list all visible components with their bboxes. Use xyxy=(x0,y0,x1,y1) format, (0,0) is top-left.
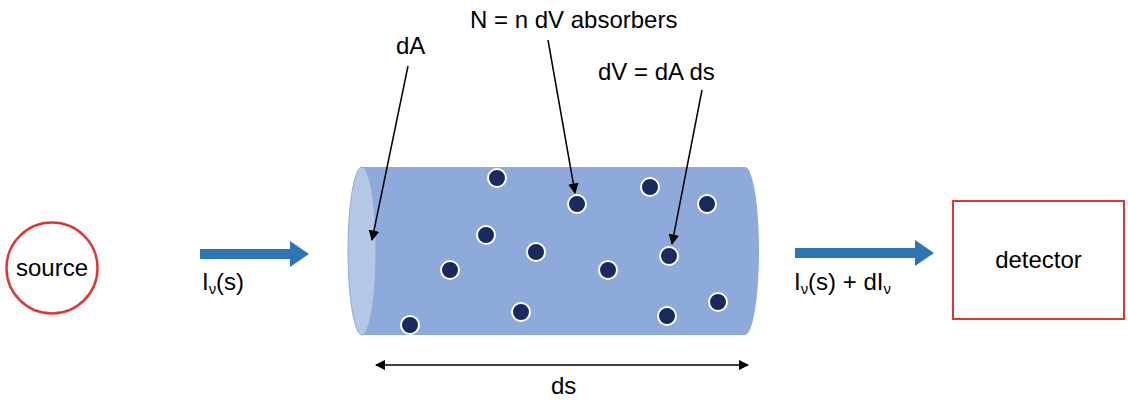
callout-label: N = n dV absorbers xyxy=(470,6,677,34)
intensity-label: Iν(s) xyxy=(202,268,244,296)
leader-line xyxy=(672,90,702,244)
dimension-label: ds xyxy=(551,372,576,400)
beam-arrow xyxy=(795,240,934,266)
absorber-dots xyxy=(401,169,727,334)
leader-line xyxy=(372,66,408,240)
node-text: detector xyxy=(995,246,1082,274)
leader-line xyxy=(548,40,575,193)
intensity-label: Iν(s) + dIν xyxy=(794,268,891,296)
node-text: source xyxy=(16,254,88,282)
callout-label: dA xyxy=(396,32,425,60)
cylinder xyxy=(348,167,759,335)
detector-box: detector xyxy=(952,200,1125,320)
dimension-arrow xyxy=(376,364,748,366)
callout-label: dV = dA ds xyxy=(598,58,715,86)
source-circle: source xyxy=(5,221,99,315)
beam-arrow xyxy=(200,241,309,267)
